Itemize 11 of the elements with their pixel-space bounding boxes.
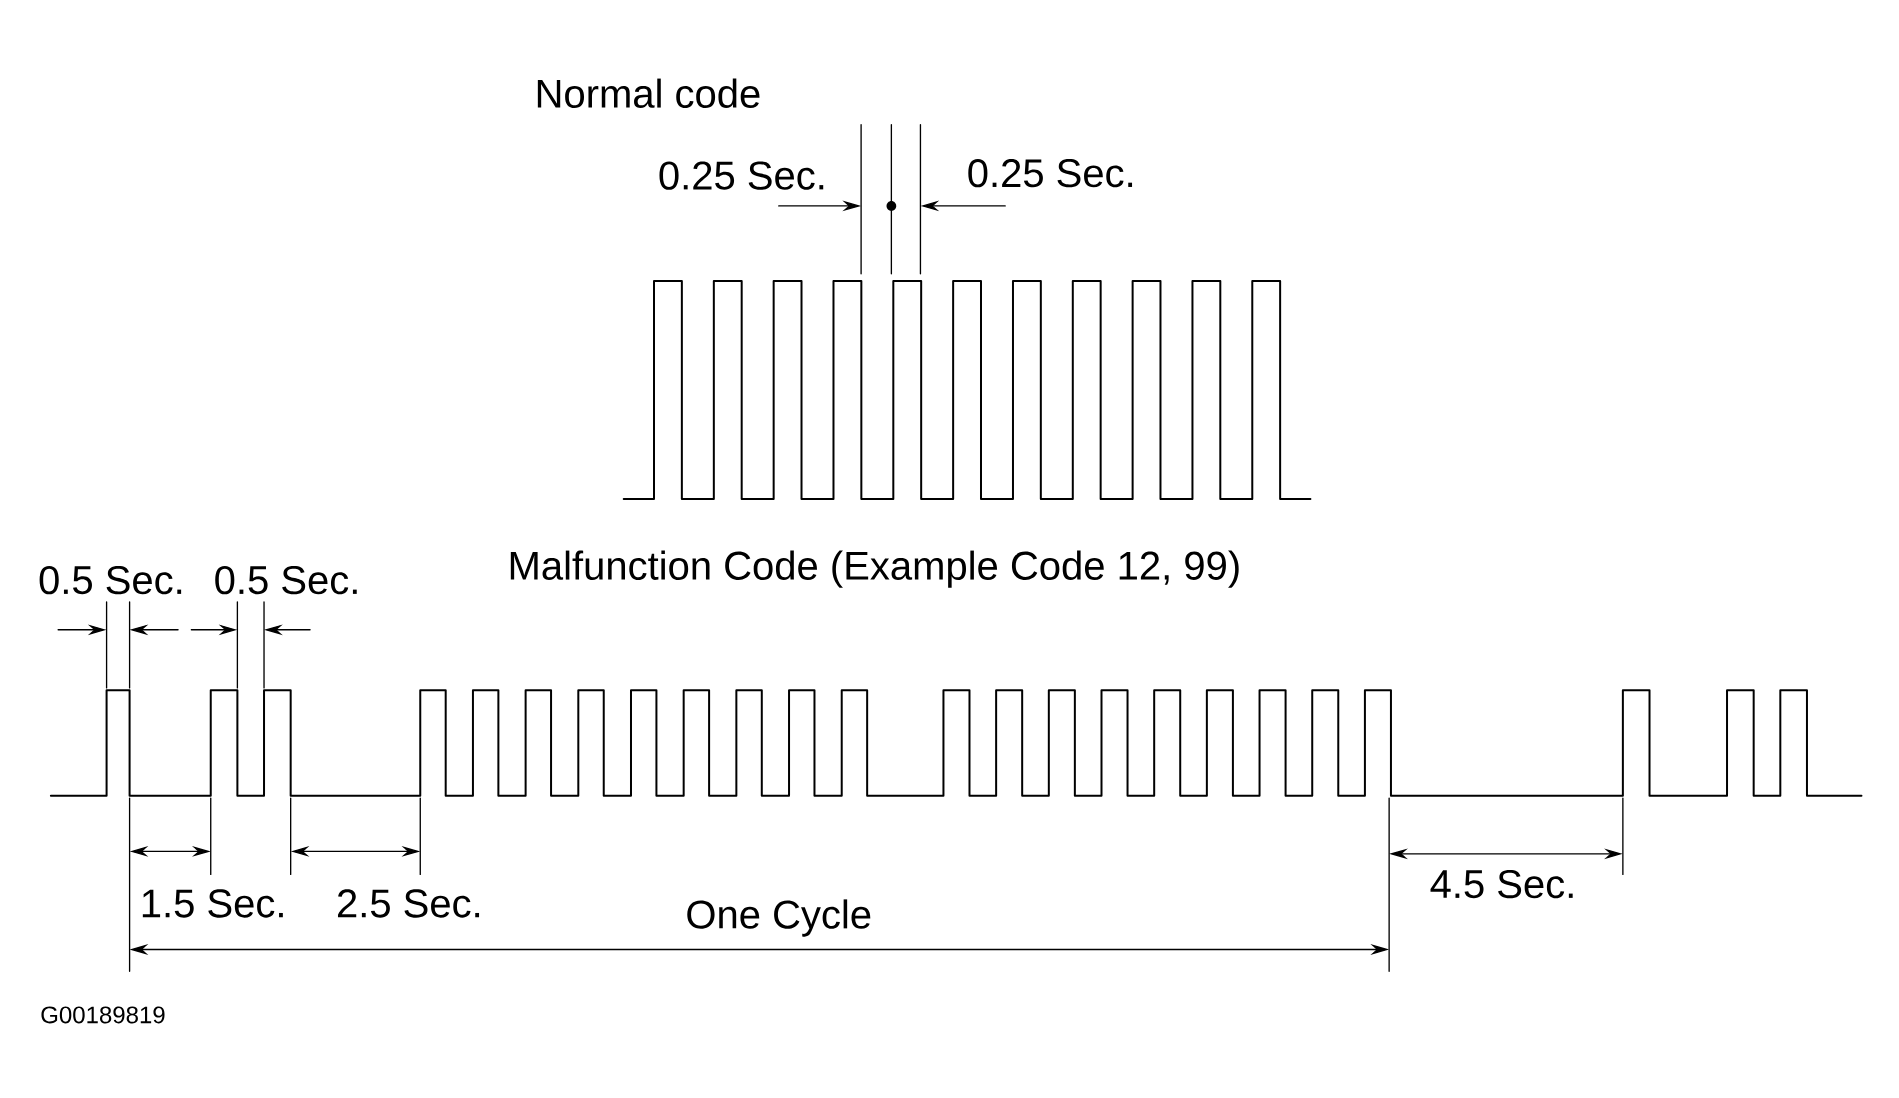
dimension-label: One Cycle bbox=[687, 899, 871, 937]
dimension-label: 0.25 Sec. bbox=[968, 158, 1133, 188]
figure-number: G00189819 bbox=[41, 1006, 165, 1024]
dimension-label: 0.5 Sec. bbox=[39, 565, 182, 595]
dimension-label: 4.5 Sec. bbox=[1430, 869, 1573, 899]
dimension-label: 2.5 Sec. bbox=[338, 889, 480, 918]
dimension-label: 1.5 Sec. bbox=[142, 889, 283, 918]
heading: Malfunction Code (Example Code 12, 99) bbox=[510, 550, 1239, 588]
dimension-label: 0.25 Sec. bbox=[659, 161, 824, 190]
dimension-label: 0.5 Sec. bbox=[215, 565, 357, 595]
heading: Normal code bbox=[537, 78, 760, 108]
